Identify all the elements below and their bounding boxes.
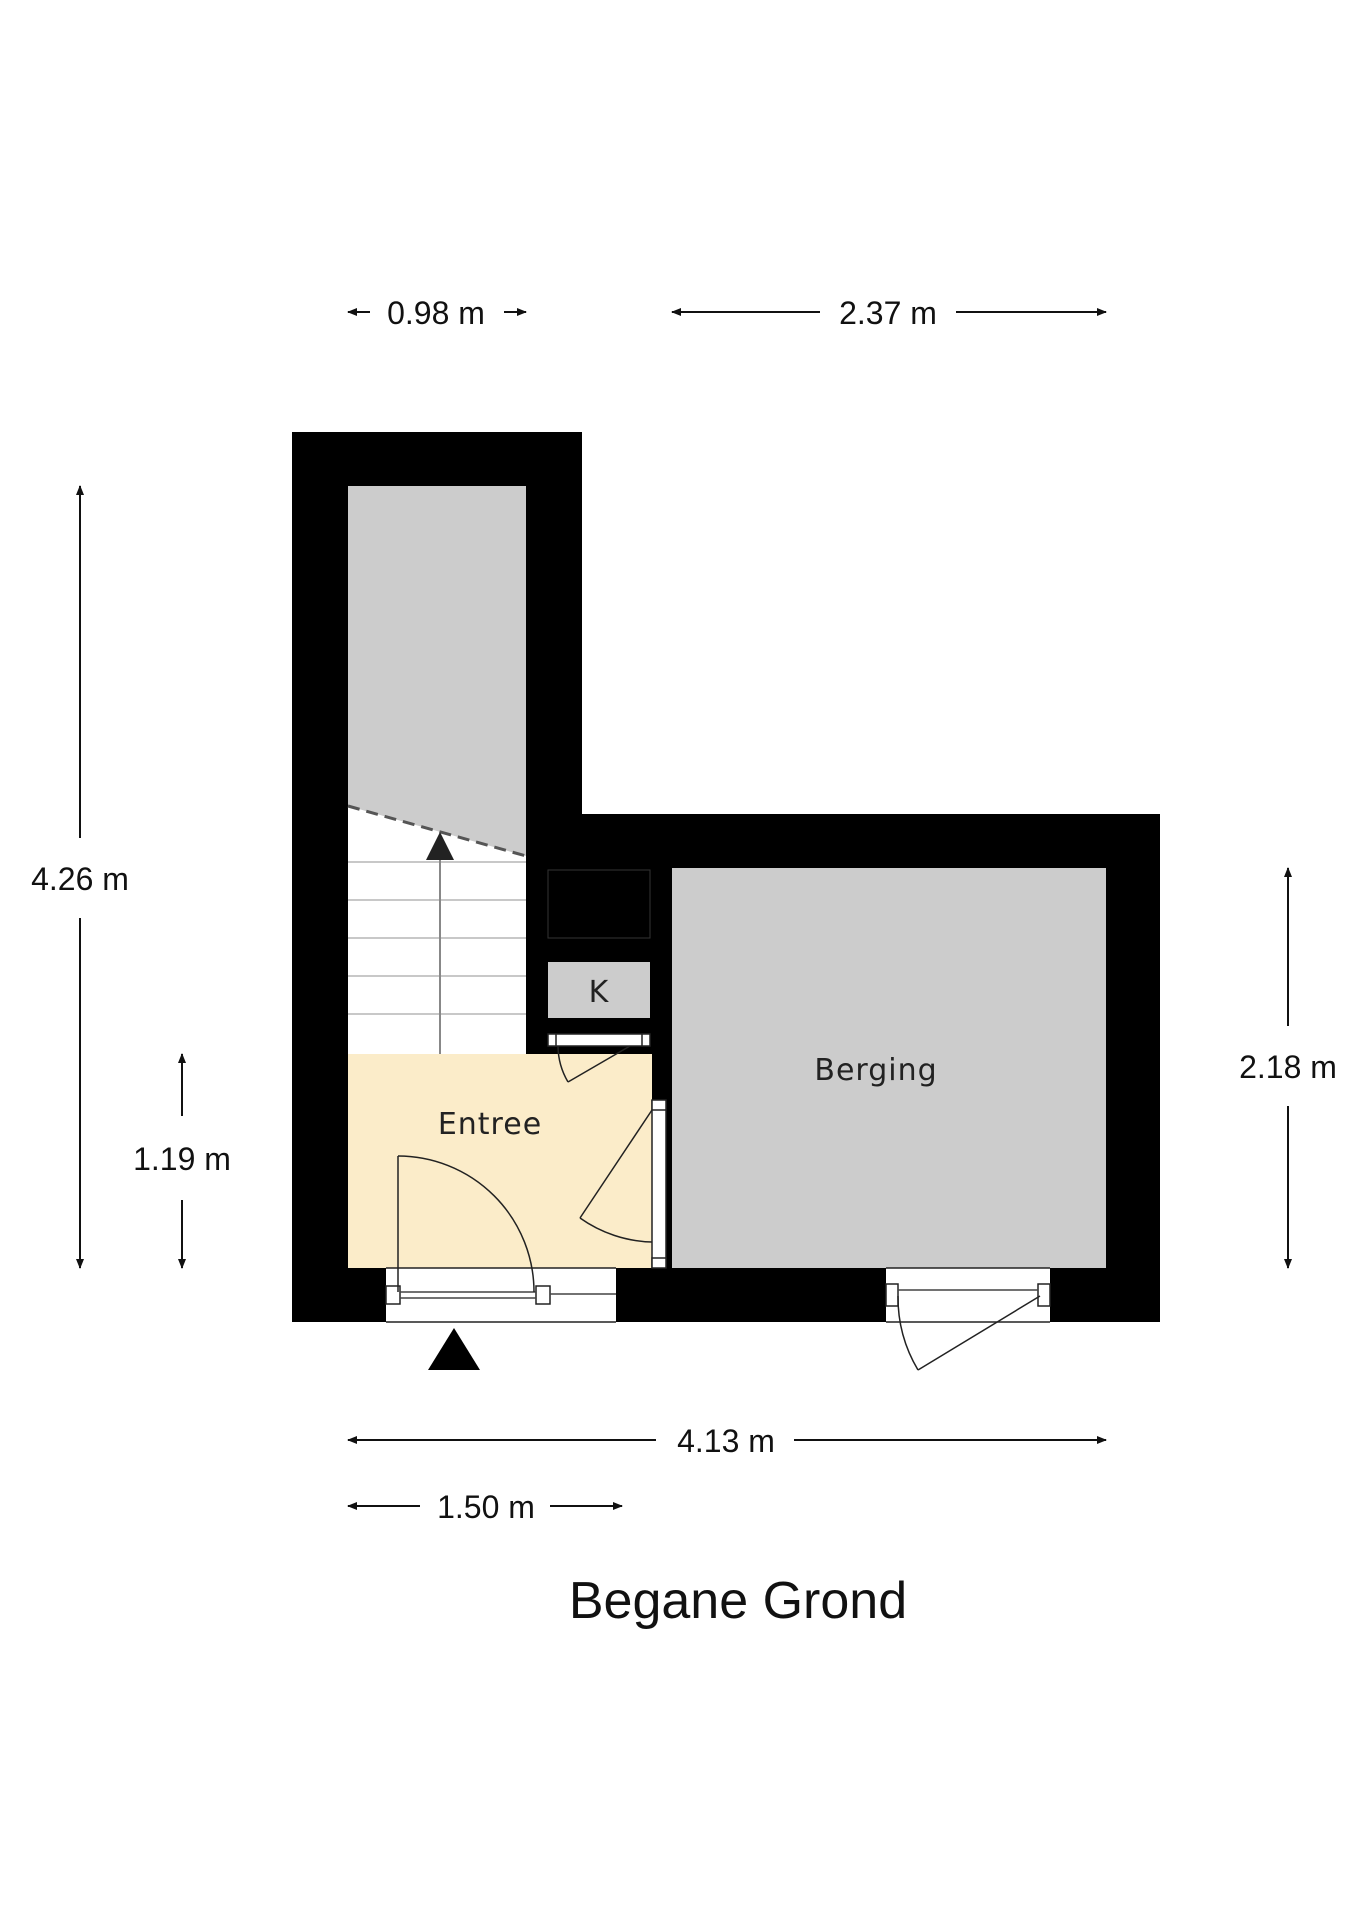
room-kast	[548, 962, 650, 1018]
kast-door-leaf	[567, 1045, 631, 1083]
kast-door-opening	[548, 1034, 650, 1046]
kast-door-arc	[557, 1045, 569, 1083]
room-entree	[348, 1054, 652, 1268]
dim-label-left-entree: 1.19 m	[133, 1141, 231, 1177]
plan-title: Begane Grond	[569, 1572, 907, 1630]
rooms	[348, 486, 1106, 1268]
stair-treads	[348, 861, 526, 1015]
dim-label-left-total: 4.26 m	[31, 861, 129, 897]
dim-label-right: 2.18 m	[1239, 1049, 1337, 1085]
stair-break-line	[347, 804, 527, 858]
dim-label-bottom-entree: 1.50 m	[437, 1489, 535, 1525]
berging-door-leaf	[917, 1295, 1041, 1371]
room-label-entree: Entree	[438, 1107, 542, 1142]
door-swings	[397, 1045, 1041, 1371]
dim-label-top-left: 0.98 m	[387, 295, 485, 331]
dim-label-bottom-total: 4.13 m	[677, 1423, 775, 1459]
entrance-opening	[386, 1268, 616, 1322]
openings	[385, 1033, 1051, 1323]
room-berging	[672, 868, 1106, 1268]
stair-direction-arrow-icon	[426, 832, 454, 860]
dim-label-top-right: 2.37 m	[839, 295, 937, 331]
entrance-marker-icon	[428, 1328, 480, 1370]
side-door-leaf	[579, 1109, 653, 1219]
side-door-arc	[579, 1217, 653, 1243]
stair-steps-area	[348, 806, 526, 1054]
dimension-lines	[76, 308, 1292, 1510]
berging-door-opening	[886, 1268, 1050, 1322]
room-label-kast: K	[589, 975, 610, 1010]
entrance-door-arc	[397, 1155, 535, 1293]
berging-door-arc	[897, 1295, 919, 1371]
staircase	[347, 804, 527, 1054]
side-door-opening	[652, 1100, 666, 1268]
closet-niche	[547, 869, 651, 939]
room-label-berging: Berging	[814, 1053, 937, 1088]
